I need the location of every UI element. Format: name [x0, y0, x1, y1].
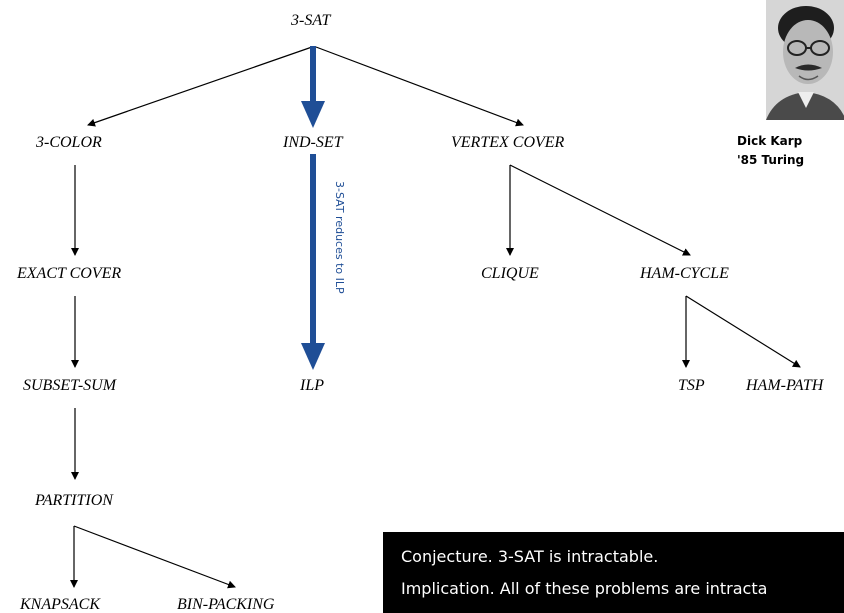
node-partition: PARTITION	[35, 492, 113, 509]
edge-vertexcover-hamcycle	[509, 164, 691, 256]
edge-3sat-vertexcover	[315, 46, 524, 127]
implication-line: Implication. All of these problems are i…	[401, 579, 768, 598]
conjecture-box	[383, 532, 844, 613]
edge-3sat-3color	[87, 46, 313, 127]
node-tsp: TSP	[678, 377, 705, 394]
karp-portrait	[766, 0, 844, 120]
conjecture-line: Conjecture. 3-SAT is intractable.	[401, 547, 659, 566]
node-indset: IND-SET	[283, 134, 343, 151]
edge-hamcycle-hampath	[685, 295, 801, 368]
edge-partition-binpacking	[73, 525, 236, 589]
node-3color: 3-COLOR	[36, 134, 102, 151]
reduction-annotation: 3-SAT reduces to ILP	[333, 181, 346, 294]
node-knapsack: KNAPSACK	[20, 596, 101, 613]
highlight-arrow-3sat-indset	[301, 46, 325, 128]
node-exactcover: EXACT COVER	[17, 265, 122, 282]
node-3sat: 3-SAT	[291, 12, 331, 29]
portrait-caption-name: Dick Karp	[737, 134, 803, 148]
node-ilp: ILP	[300, 377, 324, 394]
node-hamcycle: HAM-CYCLE	[640, 265, 729, 282]
node-hampath: HAM-PATH	[746, 377, 824, 394]
node-subsetsum: SUBSET-SUM	[23, 377, 117, 394]
node-binpacking: BIN-PACKING	[177, 596, 275, 613]
node-vertexcover: VERTEX COVER	[451, 134, 565, 151]
highlight-arrow-indset-ilp	[301, 154, 325, 370]
portrait-caption-award: '85 Turing	[737, 153, 805, 167]
node-clique: CLIQUE	[481, 265, 539, 282]
